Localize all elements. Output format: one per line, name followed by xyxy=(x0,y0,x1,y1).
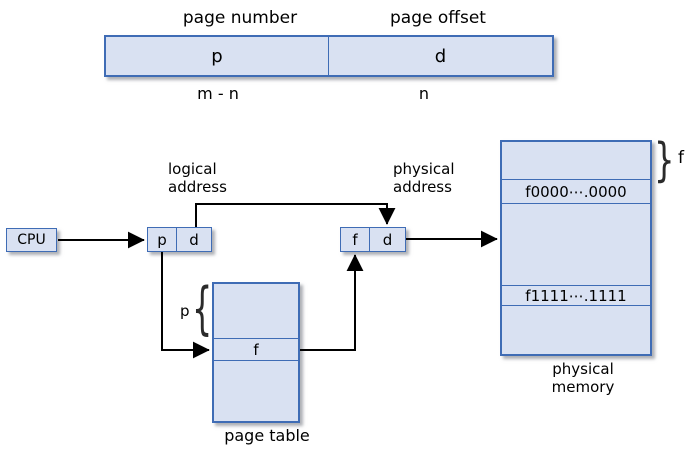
physical-address-d-cell: d xyxy=(382,230,393,249)
page-number-bits-label: m - n xyxy=(197,84,239,103)
physical-address-f-cell: f xyxy=(341,228,370,251)
frame-brace: } xyxy=(654,133,675,187)
physical-memory-box: f0000⋯.0000 f1111⋯.1111 xyxy=(500,140,652,356)
physical-address-label-line2: address xyxy=(393,178,452,196)
logical-address-p-cell: p xyxy=(148,228,177,251)
page-offset-label: page offset xyxy=(390,8,486,28)
page-table-box: f xyxy=(212,282,300,423)
frame-size-label: f xyxy=(678,148,684,168)
cpu-label: CPU xyxy=(17,232,46,248)
physical-address-label-line1: physical xyxy=(393,160,455,178)
physical-memory-frame-f xyxy=(502,142,650,180)
frame-start-row: f0000⋯.0000 xyxy=(502,180,650,204)
physical-memory-caption-line1: physical xyxy=(552,360,614,378)
page-number-label: page number xyxy=(182,8,298,28)
logical-address-box: p d xyxy=(147,227,212,252)
address-format-box: p d xyxy=(104,35,554,77)
physical-memory-empty-row xyxy=(502,204,650,286)
logical-address-d-cell: d xyxy=(189,230,199,249)
cpu-box: CPU xyxy=(6,228,57,252)
page-table-index-label: p xyxy=(180,302,190,320)
logical-address-label-line2: address xyxy=(168,178,227,196)
connector-page-table-to-frame-cell xyxy=(300,254,364,351)
frame-end-row: f1111⋯.1111 xyxy=(502,286,650,306)
page-table-empty-row-top xyxy=(214,284,298,339)
page-table-caption: page table xyxy=(224,426,310,445)
logical-address-label-line1: logical xyxy=(168,160,217,178)
page-number-cell: p xyxy=(106,37,329,75)
physical-address-box: f d xyxy=(340,227,406,252)
page-table-entry-f: f xyxy=(214,339,298,361)
connector-logical-to-physical-address xyxy=(195,203,396,227)
page-offset-bits-label: n xyxy=(418,84,430,103)
page-offset-cell: d xyxy=(434,45,447,67)
page-table-index-brace: { xyxy=(192,275,213,342)
physical-memory-caption-line2: memory xyxy=(551,378,615,396)
